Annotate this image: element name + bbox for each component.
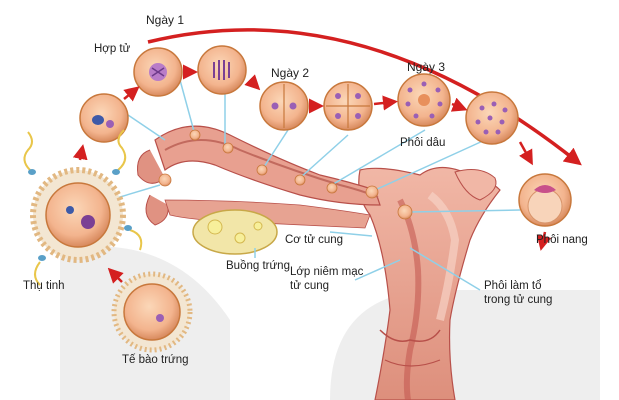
pointer-lines bbox=[109, 79, 521, 291]
ovary bbox=[192, 209, 278, 255]
label-morula: Phôi dâu bbox=[400, 137, 446, 149]
label-day1: Ngày 1 bbox=[146, 13, 185, 27]
label-endometrium-line2: tử cung bbox=[290, 279, 330, 292]
label-zygote: Hợp tử bbox=[94, 43, 131, 55]
stage-morula bbox=[465, 91, 519, 145]
uterus-illustration bbox=[358, 166, 501, 400]
egg-cell bbox=[111, 271, 193, 353]
label-endometrium: Lớp niêm mạc tử cung bbox=[290, 266, 363, 294]
stage-metaphase bbox=[197, 45, 247, 95]
label-fertilization: Thụ tinh bbox=[23, 280, 65, 292]
fertilization-cell bbox=[23, 129, 143, 286]
label-blastocyst: Phôi nang bbox=[536, 234, 588, 246]
label-day2: Ngày 2 bbox=[271, 66, 310, 80]
stage-8cell bbox=[397, 73, 451, 127]
label-implantation: Phôi làm tổ trong tử cung bbox=[484, 280, 552, 308]
label-day3: Ngày 3 bbox=[407, 60, 446, 74]
label-ovary: Buồng trứng bbox=[226, 260, 290, 272]
label-uterine-muscle: Cơ tử cung bbox=[285, 234, 344, 246]
label-egg-cell: Tế bào trứng bbox=[122, 354, 189, 366]
step-arrows bbox=[72, 64, 552, 284]
label-implantation-line1: Phôi làm tổ bbox=[484, 280, 542, 292]
stage-4cell bbox=[323, 81, 373, 131]
stage-zygote bbox=[133, 47, 183, 97]
stage-2cell bbox=[259, 81, 309, 131]
tube-embryos bbox=[158, 129, 413, 220]
stage-blastocyst bbox=[518, 173, 572, 227]
label-implantation-line2: trong tử cung bbox=[484, 293, 553, 306]
fallopian-tube bbox=[137, 125, 381, 229]
label-endometrium-line1: Lớp niêm mạc bbox=[290, 266, 364, 278]
stage-zygote-early bbox=[79, 93, 129, 143]
sperm-icon bbox=[23, 129, 143, 286]
